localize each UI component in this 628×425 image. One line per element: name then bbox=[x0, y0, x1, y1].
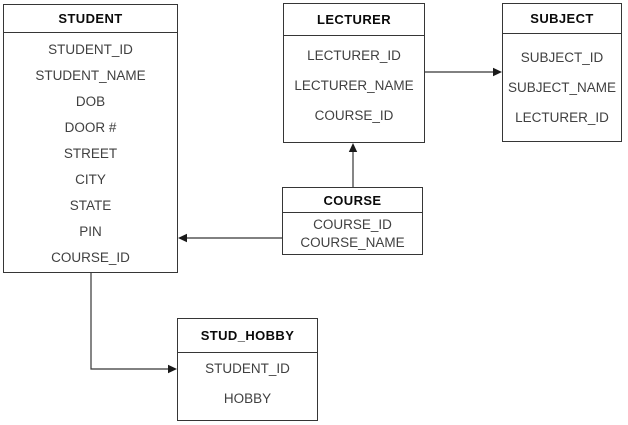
table-lecturer-header: LECTURER bbox=[284, 4, 424, 36]
table-course-fields: COURSE_ID COURSE_NAME bbox=[283, 213, 422, 252]
field-student-street: STREET bbox=[63, 146, 118, 161]
table-stud-hobby: STUD_HOBBY STUDENT_ID HOBBY bbox=[177, 318, 318, 421]
table-course-header: COURSE bbox=[283, 188, 422, 213]
table-student: STUDENT STUDENT_ID STUDENT_NAME DOB DOOR… bbox=[3, 4, 178, 273]
field-student-door: DOOR # bbox=[64, 120, 117, 135]
field-student-state: STATE bbox=[69, 198, 112, 213]
table-lecturer: LECTURER LECTURER_ID LECTURER_NAME COURS… bbox=[283, 3, 425, 143]
field-student-city: CITY bbox=[75, 172, 106, 187]
field-student-course-id: COURSE_ID bbox=[51, 250, 130, 265]
field-student-student-name: STUDENT_NAME bbox=[35, 68, 146, 83]
field-subject-subject-id: SUBJECT_ID bbox=[520, 50, 604, 65]
field-stud-hobby-student-id: STUDENT_ID bbox=[205, 361, 290, 376]
relationship-course-lecturer bbox=[348, 143, 358, 187]
field-stud-hobby-hobby: HOBBY bbox=[223, 391, 272, 406]
table-subject-fields: SUBJECT_ID SUBJECT_NAME LECTURER_ID bbox=[503, 34, 621, 133]
field-course-course-name: COURSE_NAME bbox=[300, 235, 405, 250]
field-lecturer-course-id: COURSE_ID bbox=[314, 108, 394, 123]
relationship-course-student bbox=[178, 233, 282, 243]
field-subject-lecturer-id: LECTURER_ID bbox=[515, 110, 609, 125]
field-lecturer-lecturer-name: LECTURER_NAME bbox=[294, 78, 414, 93]
arrowhead-into-subject bbox=[493, 67, 502, 77]
table-stud-hobby-fields: STUDENT_ID HOBBY bbox=[178, 353, 317, 414]
arrowhead-into-stud-hobby bbox=[168, 364, 177, 374]
table-lecturer-fields: LECTURER_ID LECTURER_NAME COURSE_ID bbox=[284, 36, 424, 131]
field-subject-subject-name: SUBJECT_NAME bbox=[507, 80, 617, 95]
table-student-fields: STUDENT_ID STUDENT_NAME DOB DOOR # STREE… bbox=[4, 33, 177, 271]
field-student-student-id: STUDENT_ID bbox=[48, 42, 133, 57]
field-student-dob: DOB bbox=[75, 94, 106, 109]
relationship-lecturer-subject bbox=[425, 67, 502, 77]
table-student-header: STUDENT bbox=[4, 5, 177, 33]
arrowhead-into-lecturer bbox=[348, 143, 358, 152]
table-subject-header: SUBJECT bbox=[503, 4, 621, 34]
arrowhead-into-student bbox=[178, 233, 187, 243]
table-course: COURSE COURSE_ID COURSE_NAME bbox=[282, 187, 423, 255]
field-course-course-id: COURSE_ID bbox=[313, 217, 392, 232]
field-student-pin: PIN bbox=[79, 224, 102, 239]
field-lecturer-lecturer-id: LECTURER_ID bbox=[307, 48, 401, 63]
table-stud-hobby-header: STUD_HOBBY bbox=[178, 319, 317, 353]
relationship-student-stud-hobby bbox=[90, 273, 177, 374]
table-subject: SUBJECT SUBJECT_ID SUBJECT_NAME LECTURER… bbox=[502, 3, 622, 142]
